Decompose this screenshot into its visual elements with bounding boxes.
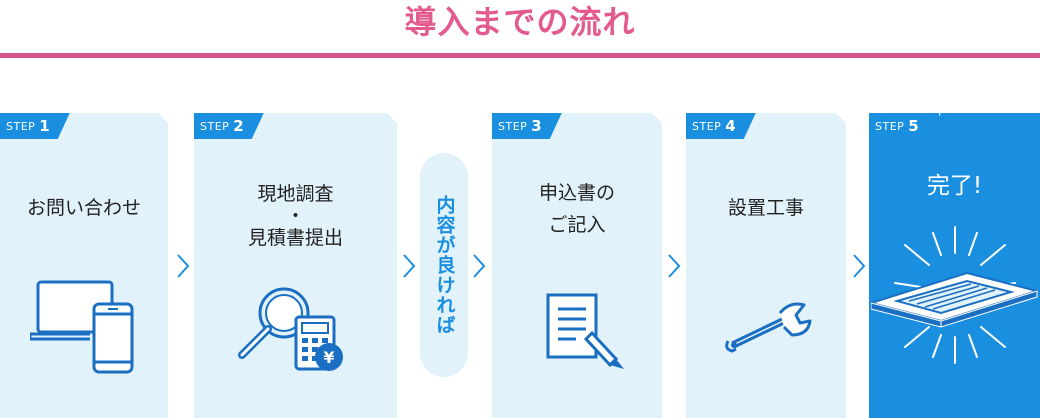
step-label-1: お問い合わせ [26, 197, 141, 219]
step-number: 5 [908, 117, 919, 135]
step-card-3: STEP 3 申込書の ご記入 [492, 113, 662, 418]
step-card-2: STEP 2 現地調査 ・ 見積書提出 ¥ [194, 113, 397, 418]
magnifier-calculator-icon: ¥ [238, 287, 343, 371]
step-number: 3 [531, 117, 542, 135]
step-word: STEP [875, 119, 905, 133]
step-label-3: 申込書の ご記入 [538, 182, 615, 236]
step-badge-2: STEP 2 [194, 113, 264, 139]
step-card-4: STEP 4 設置工事 [686, 113, 846, 418]
step-word: STEP [498, 119, 528, 133]
condition-badge: 内容が良ければ [420, 153, 468, 377]
step-number: 1 [39, 117, 50, 135]
devices-icon [30, 280, 134, 374]
document-pen-icon [546, 293, 624, 369]
step-word: STEP [692, 119, 722, 133]
step-card-5: STEP 5 完了! [869, 113, 1040, 418]
step-number: 2 [233, 117, 244, 135]
step-word: STEP [6, 119, 36, 133]
step-number: 4 [725, 117, 736, 135]
air-conditioner-icon [871, 226, 1039, 364]
step-card-1: STEP 1 お問い合わせ [0, 113, 168, 418]
title-underline [0, 53, 1040, 58]
step-badge-5: STEP 5 [869, 113, 941, 139]
step-badge-1: STEP 1 [0, 113, 70, 139]
chevron-right-icon [473, 254, 486, 278]
step-badge-3: STEP 3 [492, 113, 562, 139]
chevron-right-icon [668, 254, 681, 278]
wrench-icon [725, 302, 812, 353]
step-label-5: 完了! [926, 173, 983, 199]
chevron-right-icon [403, 254, 416, 278]
condition-text: 内容が良ければ [433, 195, 456, 335]
svg-text:¥: ¥ [323, 348, 334, 367]
step-word: STEP [200, 119, 230, 133]
chevron-right-icon [853, 254, 866, 278]
step-label-4: 設置工事 [727, 197, 804, 219]
step-label-2: 現地調査 ・ 見積書提出 [247, 183, 343, 249]
step-badge-4: STEP 4 [686, 113, 756, 139]
page-title: 導入までの流れ [404, 3, 636, 41]
chevron-right-icon [177, 254, 190, 278]
